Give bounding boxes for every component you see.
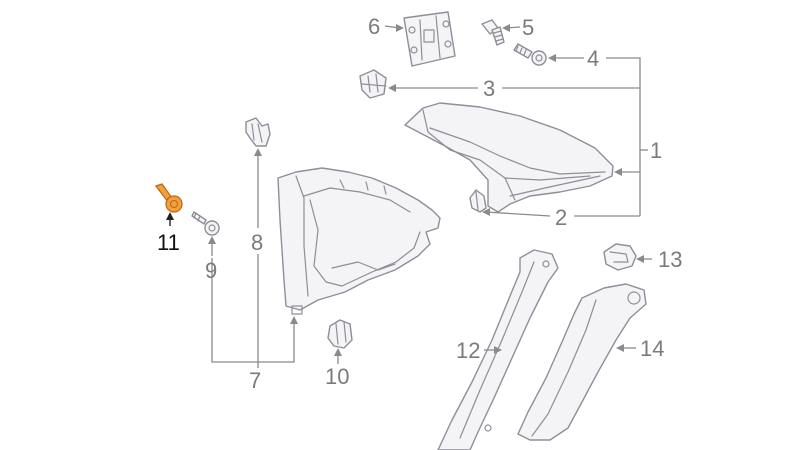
callout-10: 10 bbox=[325, 364, 349, 389]
part-8-clip[interactable] bbox=[245, 117, 271, 147]
callout-3: 3 bbox=[483, 76, 495, 101]
part-4-screw[interactable] bbox=[513, 43, 547, 66]
callout-9: 9 bbox=[205, 258, 217, 283]
part-11-bolt-highlighted[interactable] bbox=[155, 183, 183, 213]
part-3-clip[interactable] bbox=[359, 69, 387, 99]
part-7-lower-trim[interactable] bbox=[277, 167, 441, 315]
callout-5: 5 bbox=[522, 15, 534, 40]
part-5-screw[interactable] bbox=[481, 19, 505, 46]
callout-14: 14 bbox=[640, 336, 664, 361]
callout-12: 12 bbox=[456, 338, 480, 363]
part-14-pillar-trim[interactable] bbox=[517, 283, 647, 441]
callout-7: 7 bbox=[249, 368, 261, 393]
callout-6: 6 bbox=[368, 14, 380, 39]
leader-lines bbox=[166, 24, 652, 368]
part-13-grommet[interactable] bbox=[603, 243, 637, 271]
callout-2: 2 bbox=[555, 205, 567, 230]
callout-8: 8 bbox=[251, 230, 263, 255]
part-10-clip[interactable] bbox=[327, 319, 353, 349]
part-6-bracket[interactable] bbox=[403, 11, 456, 67]
callout-11: 11 bbox=[157, 230, 180, 255]
part-2-clip[interactable] bbox=[469, 189, 487, 213]
callout-1: 1 bbox=[650, 138, 662, 163]
part-9-bolt[interactable] bbox=[191, 211, 220, 236]
part-1-upper-trim[interactable] bbox=[404, 102, 614, 213]
callout-13: 13 bbox=[658, 247, 682, 272]
callout-4: 4 bbox=[587, 46, 599, 71]
